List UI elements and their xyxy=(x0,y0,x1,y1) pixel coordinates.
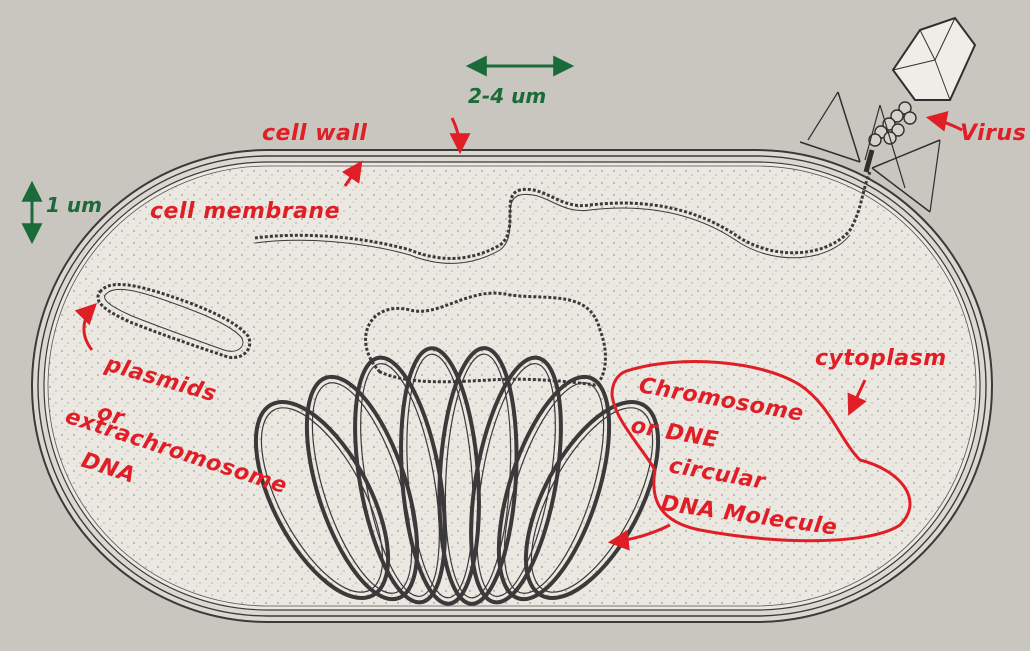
cell-wall-label: cell wall xyxy=(262,121,367,146)
width-scale-label: 1 um xyxy=(46,193,102,217)
length-scale-label: 2-4 um xyxy=(468,84,546,108)
cell-membrane-label: cell membrane xyxy=(150,199,340,224)
virus-label: Virus xyxy=(960,121,1026,146)
virus-arrow xyxy=(930,118,962,130)
cell-wall-arrow xyxy=(452,118,460,150)
cytoplasm-label: cytoplasm xyxy=(815,346,947,371)
